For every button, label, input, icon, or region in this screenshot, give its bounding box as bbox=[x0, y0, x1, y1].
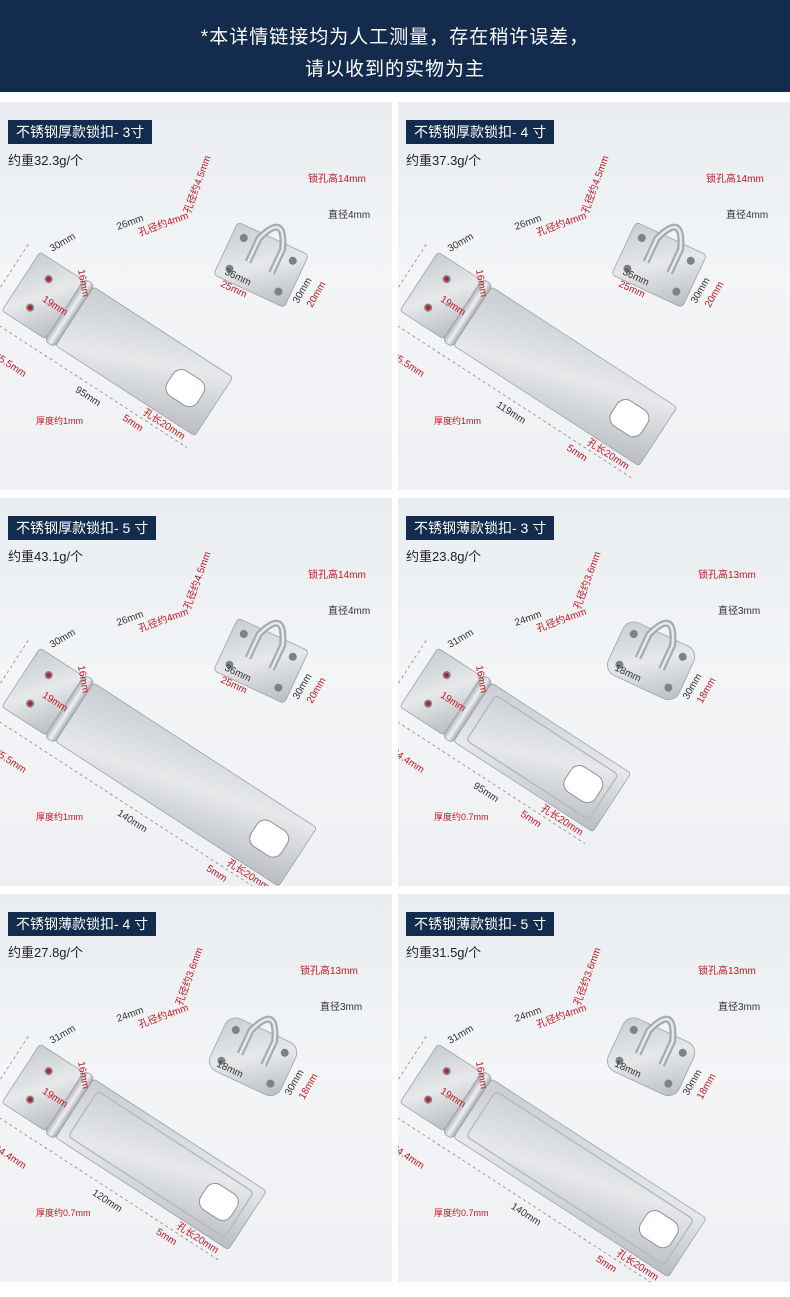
plate-width-label: 30mm bbox=[48, 627, 78, 650]
thickness-label: 厚度约1mm bbox=[36, 812, 83, 822]
loop-diameter-label: 直径4mm bbox=[726, 208, 768, 221]
staple-hole-label: 孔径约3.6mm bbox=[571, 946, 604, 1007]
product-title: 不锈钢厚款锁扣- 3寸 bbox=[8, 120, 153, 144]
staple-hole-label: 孔径约3.6mm bbox=[173, 946, 206, 1007]
hole-distance-16: 16mm bbox=[473, 269, 489, 298]
length-label: 120mm bbox=[90, 1188, 124, 1215]
plate-width-label: 30mm bbox=[446, 231, 476, 254]
plate-width-label: 31mm bbox=[48, 1023, 78, 1046]
lock-height-label: 锁孔高14mm bbox=[706, 172, 764, 185]
header-banner: *本详情链接均为人工测量，存在稍许误差， 请以收到的实物为主 bbox=[0, 0, 790, 92]
product-title: 不锈钢厚款锁扣- 4 寸 bbox=[406, 120, 555, 144]
product-weight: 约重31.5g/个 bbox=[406, 945, 482, 960]
hasp-drawing: 140mm孔长20mm5mm19mm直径约4.4mm31mm24mm孔径约4mm… bbox=[398, 946, 760, 1282]
product-title: 不锈钢薄款锁扣- 3 寸 bbox=[406, 516, 555, 540]
notice-line-1: *本详情链接均为人工测量，存在稍许误差， bbox=[200, 27, 590, 48]
thickness-label: 厚度约0.7mm bbox=[434, 812, 489, 822]
thickness-label: 厚度约1mm bbox=[434, 416, 481, 426]
staple-part bbox=[612, 222, 706, 307]
length-label: 140mm bbox=[115, 808, 149, 835]
thickness-label: 厚度约0.7mm bbox=[434, 1208, 489, 1218]
lock-height-label: 锁孔高13mm bbox=[698, 568, 756, 581]
notice-line-2: 请以收到的实物为主 bbox=[304, 59, 485, 80]
hole-diameter-label: 孔径约4mm bbox=[137, 605, 191, 635]
staple-part bbox=[607, 619, 696, 700]
product-weight: 约重32.3g/个 bbox=[8, 153, 84, 168]
loop-diameter-label: 直径3mm bbox=[718, 1000, 760, 1013]
hole-distance-16: 16mm bbox=[75, 269, 91, 298]
loop-diameter-label: 直径3mm bbox=[320, 1000, 362, 1013]
hole-distance-16: 16mm bbox=[75, 1061, 91, 1090]
hole-diameter-label: 孔径约4mm bbox=[137, 209, 191, 239]
plate-width-label: 31mm bbox=[446, 627, 476, 650]
lock-height-label: 锁孔高13mm bbox=[300, 964, 358, 977]
hole-distance-16: 16mm bbox=[473, 665, 489, 694]
thickness-label: 厚度约1mm bbox=[36, 416, 83, 426]
lock-height-label: 锁孔高14mm bbox=[308, 172, 366, 185]
hole-diameter-label: 孔径约4mm bbox=[535, 209, 589, 239]
length-label: 119mm bbox=[494, 400, 527, 427]
lock-height-label: 锁孔高14mm bbox=[308, 568, 366, 581]
length-label: 95mm bbox=[73, 385, 102, 409]
staple-part bbox=[209, 1015, 298, 1096]
hasp-drawing: 95mm孔长20mm5mm19mm直径约5.5mm30mm26mm孔径约4mm1… bbox=[0, 154, 370, 449]
hasp-drawing: 95mm孔长20mm5mm19mm直径约4.4mm31mm24mm孔径约4mm1… bbox=[398, 550, 760, 845]
product-weight: 约重23.8g/个 bbox=[406, 549, 482, 564]
staple-hole-label: 孔径约4.5mm bbox=[181, 550, 214, 611]
loop-diameter-label: 直径4mm bbox=[328, 208, 370, 221]
hole-distance-16: 16mm bbox=[75, 665, 91, 694]
staple-part bbox=[607, 1015, 696, 1096]
staple-hole-label: 孔径约4.5mm bbox=[181, 154, 214, 215]
product-title: 不锈钢薄款锁扣- 5 寸 bbox=[406, 912, 555, 936]
staple-hole-label: 孔径约4.5mm bbox=[579, 154, 612, 215]
length-label: 140mm bbox=[509, 1201, 543, 1228]
product-title: 不锈钢薄款锁扣- 4 寸 bbox=[8, 912, 157, 936]
lock-height-label: 锁孔高13mm bbox=[698, 964, 756, 977]
product-weight: 约重27.8g/个 bbox=[8, 945, 84, 960]
product-title: 不锈钢厚款锁扣- 5 寸 bbox=[8, 516, 157, 540]
plate-width-label: 31mm bbox=[446, 1023, 476, 1046]
product-weight: 约重37.3g/个 bbox=[406, 153, 482, 168]
thickness-label: 厚度约0.7mm bbox=[36, 1208, 91, 1218]
staple-part bbox=[214, 222, 308, 307]
hasp-drawing: 120mm孔长20mm5mm19mm直径约4.4mm31mm24mm孔径约4mm… bbox=[0, 946, 362, 1262]
hasp-drawing: 119mm孔长20mm5mm19mm直径约5.5mm30mm26mm孔径约4mm… bbox=[398, 154, 768, 479]
product-weight: 约重43.1g/个 bbox=[8, 549, 84, 564]
loop-diameter-label: 直径3mm bbox=[718, 604, 760, 617]
staple-hole-label: 孔径约3.6mm bbox=[571, 550, 604, 611]
staple-part bbox=[214, 618, 308, 703]
hole-distance-16: 16mm bbox=[473, 1061, 489, 1090]
length-label: 95mm bbox=[471, 781, 500, 805]
hasp-drawing: 140mm孔长20mm5mm19mm直径约5.5mm30mm26mm孔径约4mm… bbox=[0, 550, 370, 886]
loop-diameter-label: 直径4mm bbox=[328, 604, 370, 617]
plate-width-label: 30mm bbox=[48, 231, 78, 254]
